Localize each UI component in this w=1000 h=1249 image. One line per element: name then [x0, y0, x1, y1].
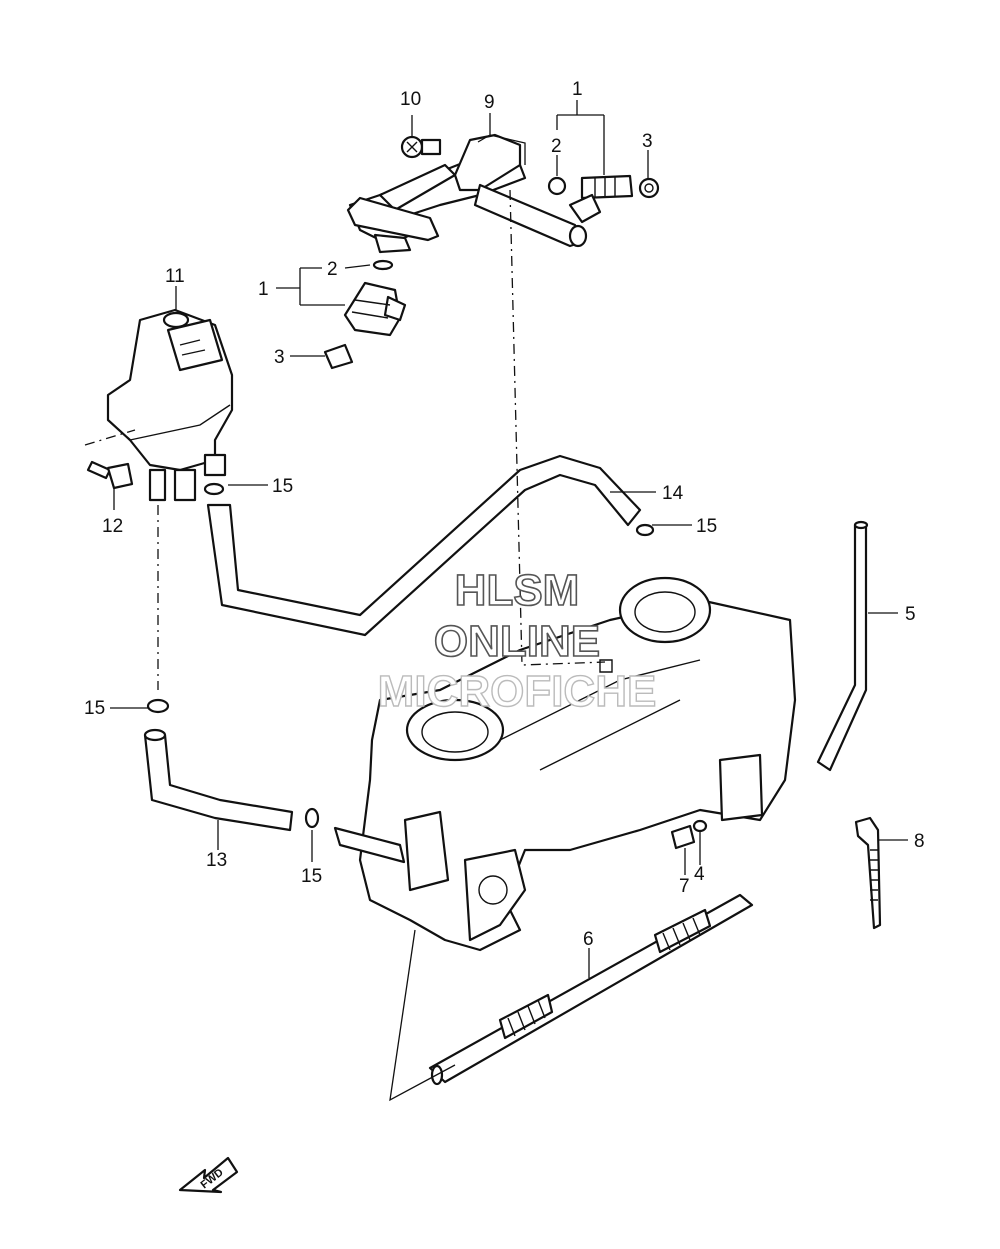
clip-15	[146, 482, 655, 829]
callout-14: 14	[662, 483, 684, 504]
callout-15-b: 15	[696, 516, 717, 537]
bolt-12	[86, 460, 134, 490]
fuel-delivery-pipe	[346, 133, 588, 254]
callout-12: 12	[102, 516, 123, 537]
watermark-line-2: ONLINE	[434, 617, 600, 666]
callout-11: 11	[165, 266, 185, 287]
callout-9: 9	[484, 92, 495, 113]
callout-4: 4	[694, 864, 705, 885]
callout-10: 10	[400, 89, 421, 110]
callout-15-d: 15	[301, 866, 322, 887]
watermark: HLSM ONLINE MICROFICHE	[377, 565, 657, 717]
callout-7: 7	[679, 876, 690, 897]
callout-labels: 10 9 1 2 3 11 2 1 3 15 14 12 15 5 15 8 1…	[84, 79, 925, 950]
callout-8: 8	[914, 831, 925, 852]
callout-1-left: 1	[258, 279, 269, 300]
hose-14	[206, 454, 642, 637]
callout-5: 5	[905, 604, 916, 625]
connection-lines	[84, 189, 606, 1102]
callout-1-top: 1	[572, 79, 583, 100]
hose-5	[816, 520, 869, 772]
cap-4-7	[670, 819, 708, 850]
fuel-injector-upper	[547, 174, 660, 224]
isc-valve	[106, 308, 234, 502]
callout-2-left: 2	[327, 259, 338, 280]
cable-tie-8	[854, 816, 882, 930]
throttle-body	[333, 576, 797, 952]
callout-3-left: 3	[274, 347, 285, 368]
callout-2-top: 2	[551, 136, 562, 157]
watermark-line-1: HLSM	[455, 566, 580, 615]
callout-13: 13	[206, 850, 227, 871]
callout-3-top: 3	[642, 131, 653, 152]
hose-6	[428, 893, 754, 1086]
callout-6: 6	[583, 929, 594, 950]
hose-13	[143, 728, 294, 832]
leader-lines	[110, 100, 908, 978]
callout-15-c: 15	[84, 698, 105, 719]
fwd-arrow: FWD	[178, 1156, 239, 1194]
callout-15-a: 15	[272, 476, 293, 497]
watermark-line-3: MICROFICHE	[378, 667, 657, 716]
fuel-injector-left	[323, 259, 407, 370]
bolt-10	[400, 135, 442, 159]
